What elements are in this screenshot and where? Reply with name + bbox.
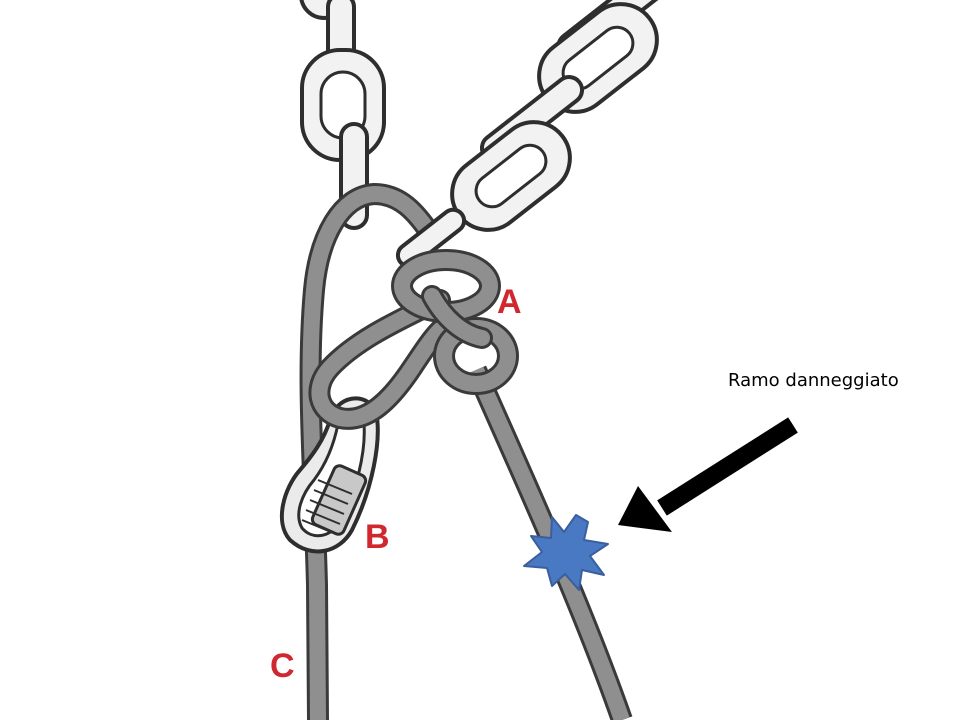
arrow-left-down-icon [618,417,798,532]
label-b: B [365,518,390,556]
chain-link-front [395,207,467,269]
knot [391,249,519,395]
label-a: A [497,283,522,321]
callout-damaged-strand: Ramo danneggiato [728,370,899,391]
damage-burst-icon [523,514,609,591]
rope-loop-to-carabiner [308,289,451,430]
chain-left [299,0,386,230]
chain-link-hole [474,143,548,209]
label-c: C [270,647,295,685]
carabiner [280,396,380,554]
chain-right [450,0,724,232]
